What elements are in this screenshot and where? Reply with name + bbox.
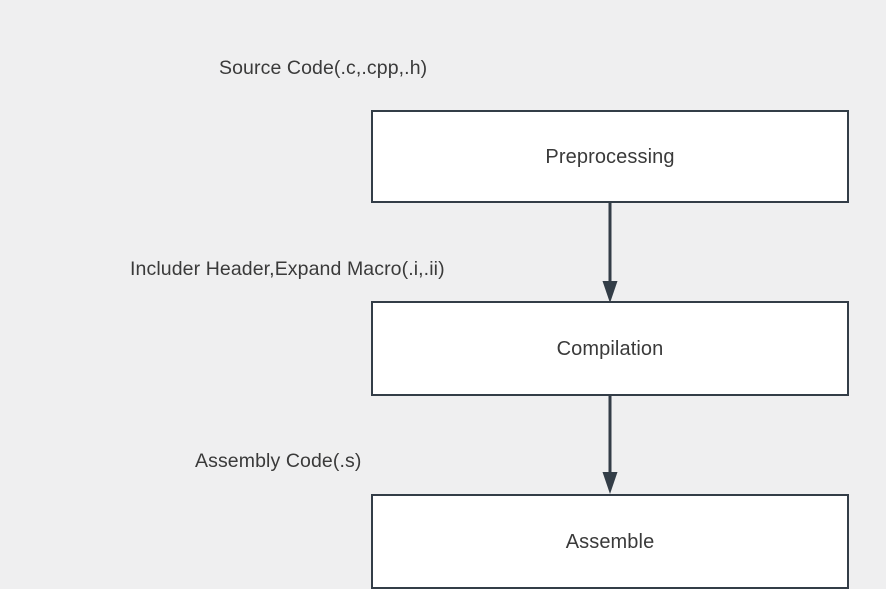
node-preprocessing[interactable]: Preprocessing — [371, 110, 849, 203]
edge-label-assembly-code: Assembly Code(.s) — [195, 450, 362, 472]
node-compilation-label: Compilation — [556, 337, 664, 360]
node-assemble[interactable]: Assemble — [371, 494, 849, 589]
edge-label-include-header-expand-macro: Includer Header,Expand Macro(.i,.ii) — [130, 258, 445, 280]
node-compilation[interactable]: Compilation — [371, 301, 849, 396]
node-preprocessing-label: Preprocessing — [545, 145, 675, 168]
edge-label-source-code: Source Code(.c,.cpp,.h) — [219, 57, 428, 79]
connector-preprocessing-to-compilation — [592, 201, 628, 305]
arrow-down-icon — [602, 394, 618, 494]
diagram-canvas: Source Code(.c,.cpp,.h) Includer Header,… — [130, 57, 849, 589]
arrow-down-icon — [602, 201, 618, 303]
connector-compilation-to-assemble — [592, 394, 628, 496]
node-assemble-label: Assemble — [565, 530, 655, 553]
